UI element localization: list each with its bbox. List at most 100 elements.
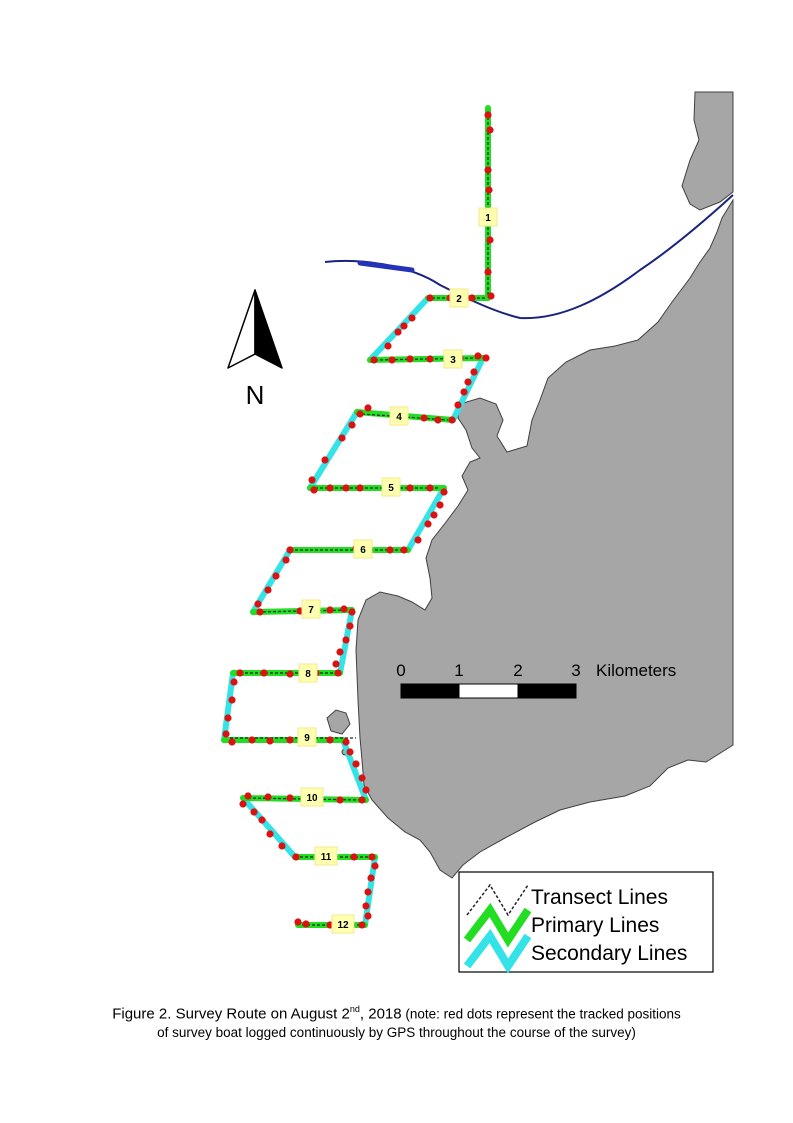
gps-position-dot [310, 486, 318, 494]
caption-line-2: of survey boat logged continuously by GP… [157, 1025, 636, 1041]
caption-line-1: Figure 2. Survey Route on August 2nd, 20… [20, 1000, 773, 1023]
transect-label-1: 1 [478, 207, 498, 227]
gps-position-dot [286, 736, 294, 744]
coastline-land [326, 91, 734, 879]
svg-text:10: 10 [306, 793, 318, 804]
gps-position-dot [346, 622, 354, 630]
gps-position-dot [266, 830, 274, 838]
dashed-zigzag-icon [466, 883, 529, 917]
gps-position-dot [484, 111, 492, 119]
gps-position-dot [388, 356, 396, 364]
svg-text:6: 6 [360, 545, 366, 556]
gps-position-dot [370, 356, 378, 364]
gps-position-dot [420, 414, 428, 422]
gps-position-dot [484, 268, 492, 276]
gps-position-dot [474, 352, 482, 360]
transect-label-12: 12 [331, 914, 355, 934]
gps-position-dot [470, 368, 478, 376]
transect-label-10: 10 [300, 787, 324, 807]
scale-tick-0: 0 [396, 661, 405, 680]
north-label: N [246, 380, 265, 410]
svg-text:5: 5 [388, 483, 394, 494]
svg-text:3: 3 [450, 355, 456, 366]
gps-position-dot [254, 600, 262, 608]
gps-position-dot [394, 328, 402, 336]
gps-position-dot [348, 608, 356, 616]
gps-position-dot [294, 918, 302, 926]
gps-position-dot [260, 669, 268, 677]
svg-text:7: 7 [308, 605, 314, 616]
gps-position-dot [340, 605, 348, 613]
gps-position-dot [350, 853, 358, 861]
gps-position-dot [460, 388, 468, 396]
gps-position-dot [486, 126, 494, 134]
gps-position-dot [426, 294, 434, 302]
gps-position-dot [362, 786, 370, 794]
transect-label-6: 6 [353, 539, 373, 559]
gps-position-dot [362, 902, 370, 910]
gps-position-dot [364, 404, 372, 412]
gps-position-dot [368, 853, 376, 861]
scale-bar: 0 1 2 3 Kilometers [396, 661, 676, 699]
gps-position-dot [386, 546, 394, 554]
gps-position-dot [282, 556, 290, 564]
svg-text:2: 2 [456, 294, 462, 305]
gps-position-dot [414, 536, 422, 544]
caption-year: , 2018 [359, 1005, 402, 1023]
transect-label-4: 4 [389, 406, 409, 426]
survey-route-map: 1 2 3 4 5 6 7 8 9 10 11 12 N 0 1 2 3 Kil… [221, 91, 734, 974]
legend-label-transect: Transect Lines [531, 886, 668, 909]
transect-label-5: 5 [381, 477, 401, 497]
gps-position-dot [487, 292, 495, 300]
gps-position-dot [400, 322, 408, 330]
gps-position-dot [338, 434, 346, 442]
gps-position-dot [426, 355, 434, 363]
svg-text:1: 1 [485, 213, 491, 224]
gps-position-dot [485, 186, 493, 194]
gps-position-dot [400, 546, 408, 554]
gps-position-dot [342, 484, 350, 492]
caption-superscript: nd [349, 1004, 360, 1014]
gps-position-dot [264, 586, 272, 594]
transect-label-3: 3 [443, 349, 463, 369]
north-arrow: N [227, 289, 283, 410]
gps-position-dot [244, 792, 252, 800]
gps-position-dot [454, 401, 462, 409]
gps-position-dot [348, 421, 356, 429]
gps-position-dot [356, 484, 364, 492]
gps-position-dot [406, 355, 414, 363]
transect-label-7: 7 [301, 599, 321, 619]
transect-labels: 1 2 3 4 5 6 7 8 9 10 11 12 [297, 207, 498, 934]
gps-position-dot [464, 378, 472, 386]
gps-position-dot [424, 520, 432, 528]
gps-position-dot [278, 842, 286, 850]
svg-text:11: 11 [321, 852, 332, 863]
figure-caption: Figure 2. Survey Route on August 2nd, 20… [20, 1000, 773, 1042]
gps-position-dot [264, 793, 272, 801]
gps-position-dot [224, 714, 232, 722]
gps-position-dot [250, 808, 258, 816]
main-peninsula [355, 198, 734, 879]
gps-position-dot [336, 648, 344, 656]
gps-position-dot [272, 572, 280, 580]
scale-segment-1 [400, 683, 460, 699]
gps-position-dot [239, 800, 247, 808]
gps-position-dot [484, 166, 492, 174]
gps-position-dot [352, 760, 360, 768]
gps-position-dot [358, 921, 366, 929]
gps-position-dot [430, 511, 438, 519]
transect-label-9: 9 [297, 727, 317, 747]
legend-label-primary: Primary Lines [531, 914, 659, 937]
svg-text:9: 9 [304, 733, 310, 744]
gps-position-dot [308, 476, 316, 484]
gps-position-dot [367, 874, 375, 882]
north-arrow-icon [227, 289, 256, 369]
gps-position-dot [448, 416, 456, 424]
gps-position-dot [228, 696, 236, 704]
svg-text:12: 12 [337, 920, 349, 931]
gps-position-dot [302, 920, 310, 928]
gps-position-dot [406, 484, 414, 492]
gps-position-dot [440, 488, 448, 496]
green-zigzag-icon [463, 902, 532, 948]
gps-position-dot [426, 484, 434, 492]
